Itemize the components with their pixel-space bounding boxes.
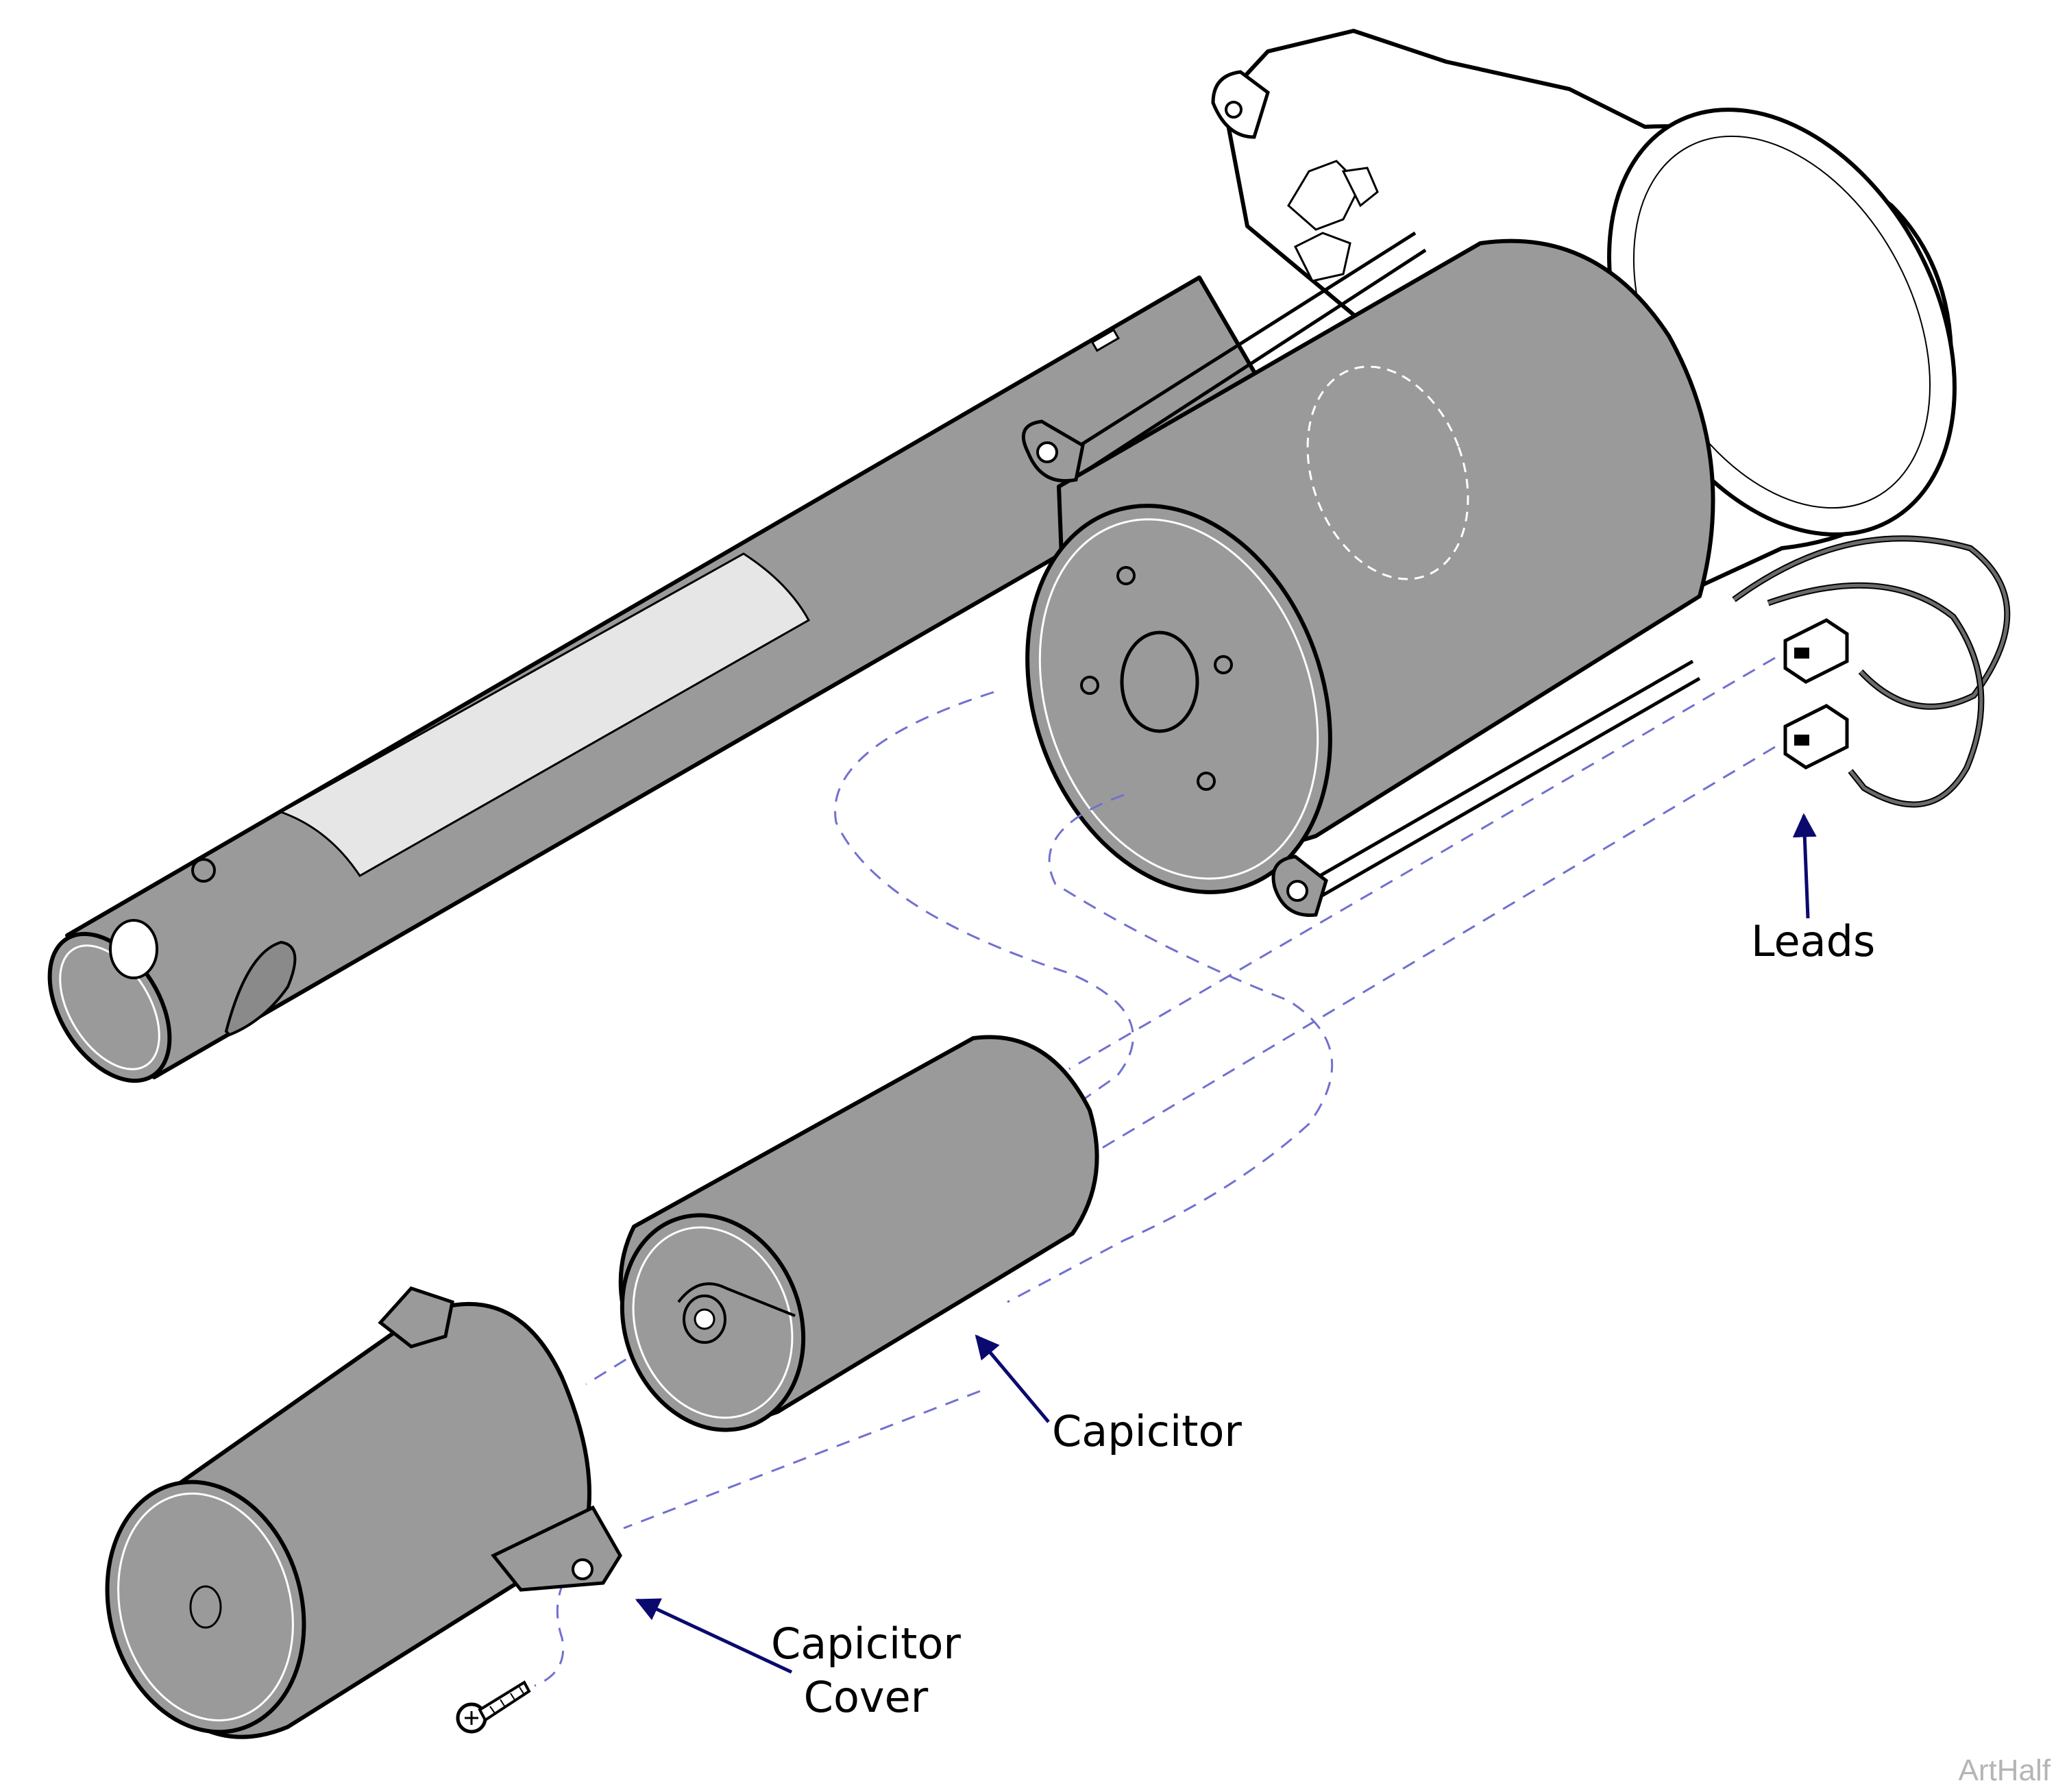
leads	[1732, 535, 2011, 808]
capacitor-label: Capicitor	[1052, 1406, 1242, 1456]
capacitor-cover-arrow-icon	[635, 1598, 793, 1674]
tube-side-slot	[224, 940, 297, 1037]
leader-arrows	[635, 813, 1817, 1674]
tube-label-patch	[278, 552, 811, 877]
motor-shaft-boss	[1120, 630, 1199, 733]
leads-arrow-icon	[1792, 813, 1817, 919]
motor-tie-rods	[1068, 231, 1701, 903]
capacitor-cover-top-tab	[378, 1286, 454, 1349]
capacitor-cover	[105, 1286, 622, 1739]
gear-teeth	[1287, 160, 1379, 282]
capacitor-cover-end	[105, 1480, 306, 1734]
lead-connector	[1783, 618, 1849, 684]
capacitor-cover-label-line2: Cover	[803, 1671, 929, 1722]
capacitor-arrow-icon	[975, 1334, 1050, 1423]
screw-icon	[456, 1680, 531, 1734]
watermark: ArtHalf	[1958, 1754, 2051, 1787]
actuator-tube	[47, 275, 1287, 1083]
tube-bolt	[191, 858, 216, 883]
capacitor	[618, 1035, 1099, 1432]
capacitor-cover-label: Capicitor Cover	[771, 1617, 961, 1723]
capacitor-cover-label-line1: Capicitor	[771, 1619, 961, 1669]
tube-hole	[109, 919, 158, 979]
lead-connector	[1783, 704, 1849, 770]
motor	[1021, 231, 1715, 917]
leads-label: Leads	[1751, 916, 1876, 966]
